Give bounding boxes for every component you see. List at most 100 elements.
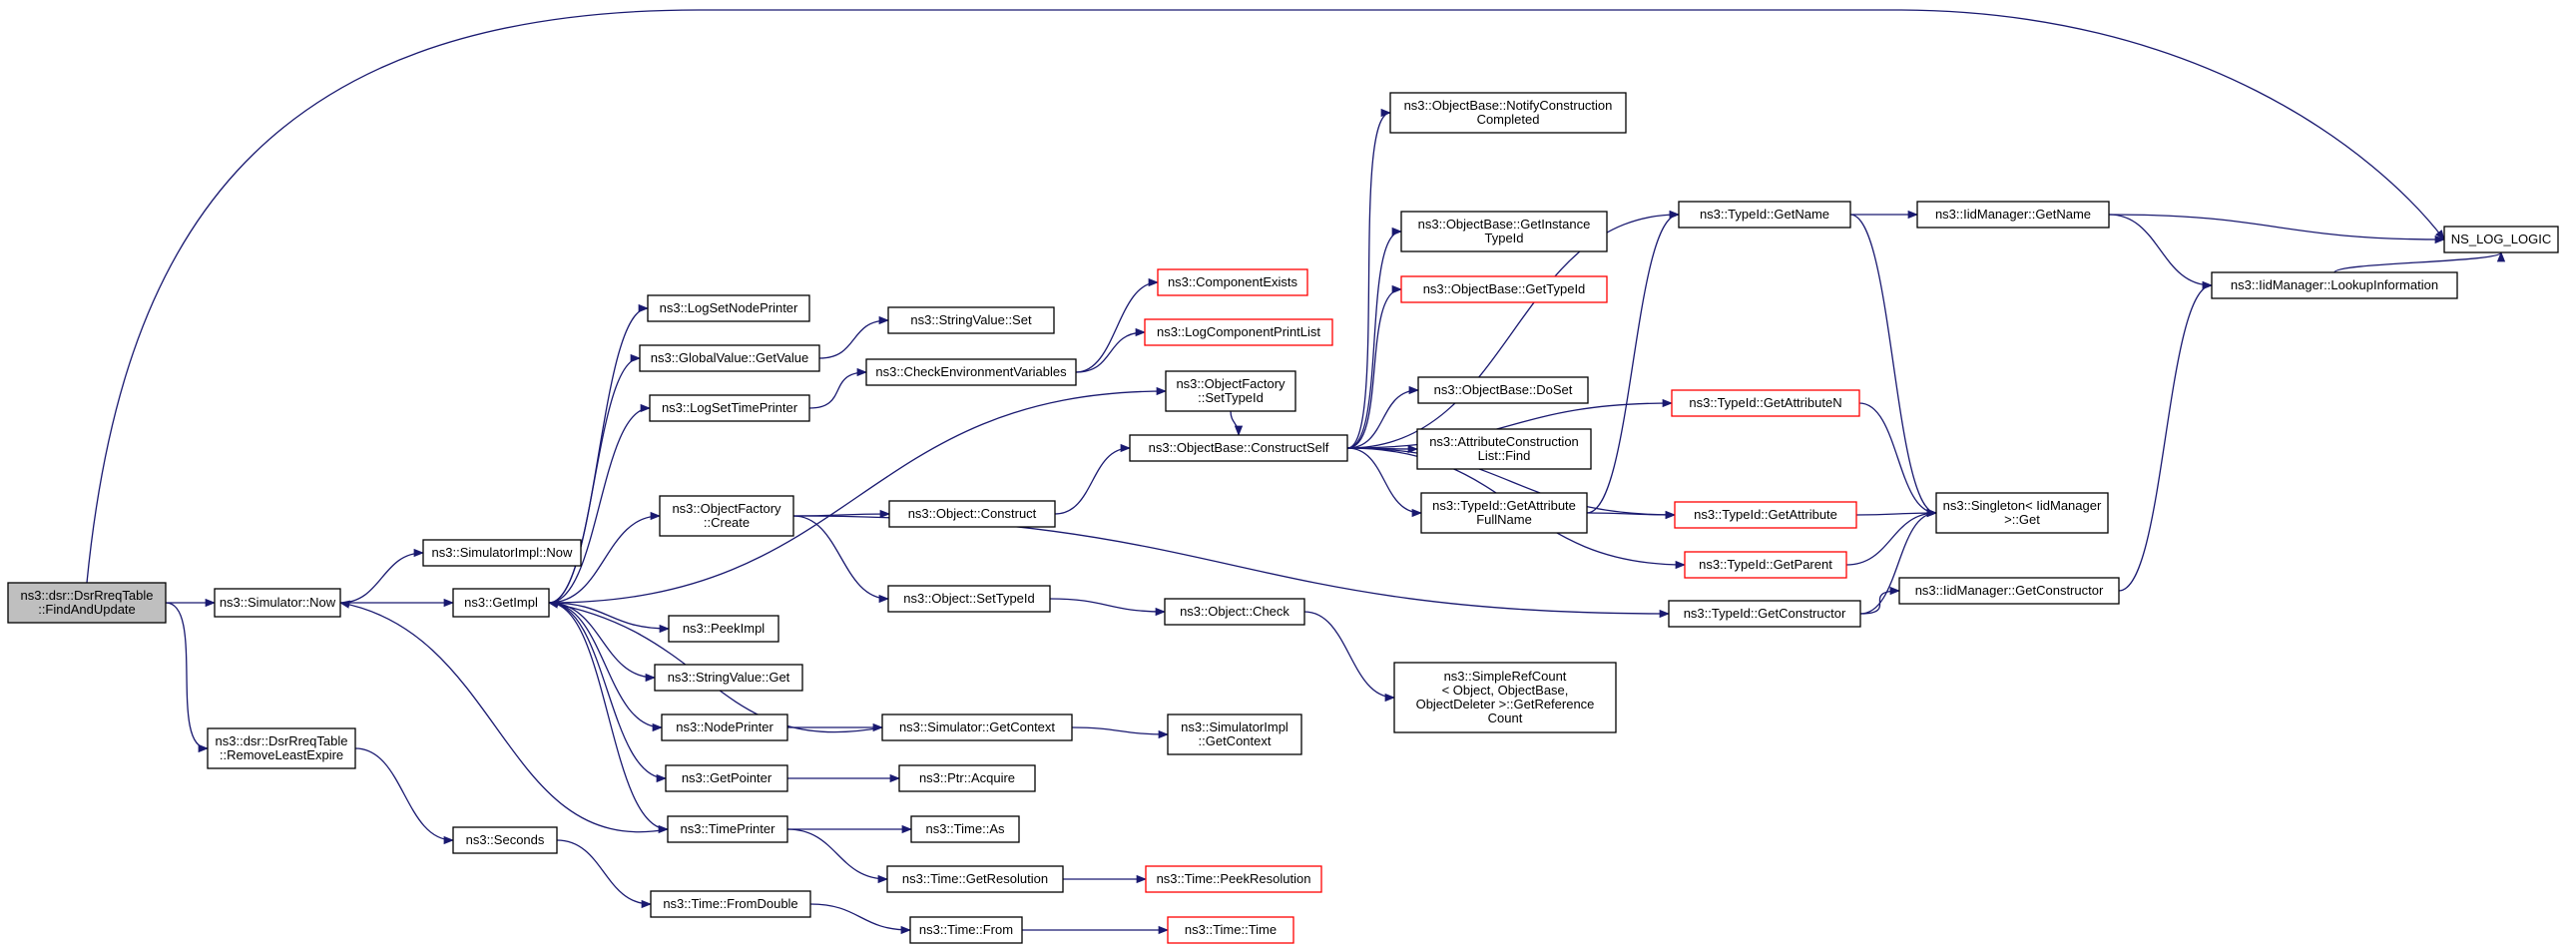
call-edge-root-to-nslog xyxy=(86,9,2445,584)
node-label-globalget-0: ns3::GlobalValue::GetValue xyxy=(651,350,809,365)
node-label-getparent-0: ns3::TypeId::GetParent xyxy=(1699,557,1832,572)
node-box-attrfind xyxy=(1416,428,1592,470)
node-label-singleton-1: >::Get xyxy=(2004,512,2040,527)
node-simimplgetctx[interactable]: ns3::SimulatorImpl::GetContext xyxy=(1167,713,1302,755)
node-getattrn[interactable]: ns3::TypeId::GetAttributeN xyxy=(1671,389,1860,417)
node-box-peekres xyxy=(1145,865,1322,893)
node-box-ptracquire xyxy=(898,764,1036,792)
node-label-getattrn-0: ns3::TypeId::GetAttributeN xyxy=(1689,395,1841,410)
node-root[interactable]: ns3::dsr::DsrRreqTable::FindAndUpdate xyxy=(7,582,167,624)
call-edge-fromdouble-to-timefrom xyxy=(809,903,912,935)
node-simimplnow[interactable]: ns3::SimulatorImpl::Now xyxy=(422,539,582,567)
node-label-timeprinter-0: ns3::TimePrinter xyxy=(681,821,776,836)
node-timefrom[interactable]: ns3::Time::From xyxy=(909,916,1023,944)
call-edge-getimpl-to-nodeprinter xyxy=(548,602,664,732)
node-strset[interactable]: ns3::StringValue::Set xyxy=(887,306,1055,334)
node-timetime[interactable]: ns3::Time::Time xyxy=(1167,916,1294,944)
call-edge-lookupinfo-to-nslog xyxy=(2333,250,2506,273)
call-edge-getconstructor-to-singleton xyxy=(1859,508,1938,615)
node-iidgetname[interactable]: ns3::IidManager::GetName xyxy=(1916,201,2110,229)
node-getattr[interactable]: ns3::TypeId::GetAttribute xyxy=(1674,501,1857,529)
node-label-attrfind-1: List::Find xyxy=(1478,448,1531,463)
node-logsetnode[interactable]: ns3::LogSetNodePrinter xyxy=(647,294,810,322)
node-label-iidgetctor-0: ns3::IidManager::GetConstructor xyxy=(1915,583,2104,598)
node-label-fromdouble-0: ns3::Time::FromDouble xyxy=(663,896,797,911)
node-objconstruct[interactable]: ns3::Object::Construct xyxy=(888,500,1056,528)
node-getparent[interactable]: ns3::TypeId::GetParent xyxy=(1684,551,1847,579)
node-fromdouble[interactable]: ns3::Time::FromDouble xyxy=(650,890,811,918)
call-edge-getimpl-to-peekimpl xyxy=(548,602,671,634)
node-label-attrfind-0: ns3::AttributeConstruction xyxy=(1429,434,1579,449)
call-edge-constructself-to-getattr xyxy=(1346,447,1677,520)
node-label-nslog-0: NS_LOG_LOGIC xyxy=(2451,232,2551,246)
node-peekimpl[interactable]: ns3::PeekImpl xyxy=(668,615,779,643)
node-label-constructself-0: ns3::ObjectBase::ConstructSelf xyxy=(1149,440,1329,455)
node-singleton[interactable]: ns3::Singleton< IidManager>::Get xyxy=(1935,492,2109,534)
node-objsettype[interactable]: ns3::Object::SetTypeId xyxy=(887,585,1051,613)
node-getimpl[interactable]: ns3::GetImpl xyxy=(452,588,550,618)
node-box-simimplnow xyxy=(422,539,582,567)
node-simplerefcount[interactable]: ns3::SimpleRefCount< Object, ObjectBase,… xyxy=(1393,662,1617,733)
node-strget[interactable]: ns3::StringValue::Get xyxy=(654,664,803,692)
node-label-getconstructor-0: ns3::TypeId::GetConstructor xyxy=(1684,606,1846,621)
node-getpointer[interactable]: ns3::GetPointer xyxy=(665,764,788,792)
node-box-compexists xyxy=(1157,268,1308,296)
node-label-objsettype-0: ns3::Object::SetTypeId xyxy=(903,591,1035,606)
node-box-getattrn xyxy=(1671,389,1860,417)
node-box-simnow xyxy=(214,588,341,618)
node-timeprinter[interactable]: ns3::TimePrinter xyxy=(667,815,788,843)
call-edge-ofsettype-to-constructself xyxy=(1230,410,1244,437)
node-simgetctx[interactable]: ns3::Simulator::GetContext xyxy=(881,713,1073,741)
node-label-getinsttype-0: ns3::ObjectBase::GetInstance xyxy=(1418,217,1591,232)
node-checkenv[interactable]: ns3::CheckEnvironmentVariables xyxy=(865,358,1077,386)
node-box-typegetname xyxy=(1678,201,1851,229)
call-edge-objsettype-to-objcheck xyxy=(1049,598,1167,617)
node-box-getimpl xyxy=(452,588,550,618)
node-compexists[interactable]: ns3::ComponentExists xyxy=(1157,268,1308,296)
call-edge-getconstructor-to-iidgetctor xyxy=(1859,586,1901,615)
node-label-removeleast-1: ::RemoveLeastExpire xyxy=(220,747,343,762)
node-box-ofsettype xyxy=(1165,370,1296,412)
node-timeas[interactable]: ns3::Time::As xyxy=(910,815,1020,843)
node-getconstructor[interactable]: ns3::TypeId::GetConstructor xyxy=(1668,600,1861,628)
node-box-root xyxy=(7,582,167,624)
node-box-lookupinfo xyxy=(2211,271,2458,299)
node-label-simimplnow-0: ns3::SimulatorImpl::Now xyxy=(432,545,573,560)
node-objcheck[interactable]: ns3::Object::Check xyxy=(1164,598,1305,626)
node-removeleast[interactable]: ns3::dsr::DsrRreqTable::RemoveLeastExpir… xyxy=(207,727,356,769)
node-obgettype[interactable]: ns3::ObjectBase::GetTypeId xyxy=(1400,275,1608,303)
node-label-simplerefcount-2: ObjectDeleter >::GetReference xyxy=(1416,697,1595,712)
node-label-timeas-0: ns3::Time::As xyxy=(926,821,1005,836)
node-ofcreate[interactable]: ns3::ObjectFactory::Create xyxy=(659,495,794,537)
node-simnow[interactable]: ns3::Simulator::Now xyxy=(214,588,341,618)
node-lookupinfo[interactable]: ns3::IidManager::LookupInformation xyxy=(2211,271,2458,299)
node-box-timegetres xyxy=(886,865,1064,893)
node-nodeprinter[interactable]: ns3::NodePrinter xyxy=(661,713,788,741)
node-doset[interactable]: ns3::ObjectBase::DoSet xyxy=(1417,376,1589,404)
node-ofsettype[interactable]: ns3::ObjectFactory::SetTypeId xyxy=(1165,370,1296,412)
call-edge-timeprinter-to-timegetres xyxy=(786,828,889,884)
node-notifyconst[interactable]: ns3::ObjectBase::NotifyConstructionCompl… xyxy=(1389,92,1627,134)
node-peekres[interactable]: ns3::Time::PeekResolution xyxy=(1145,865,1322,893)
node-logcompprint[interactable]: ns3::LogComponentPrintList xyxy=(1144,318,1333,346)
node-typegetname[interactable]: ns3::TypeId::GetName xyxy=(1678,201,1851,229)
node-constructself[interactable]: ns3::ObjectBase::ConstructSelf xyxy=(1129,434,1348,462)
node-nslog[interactable]: NS_LOG_LOGIC xyxy=(2443,226,2559,253)
node-globalget[interactable]: ns3::GlobalValue::GetValue xyxy=(639,344,820,372)
node-box-timefrom xyxy=(909,916,1023,944)
call-edge-constructself-to-getinsttype xyxy=(1346,227,1403,449)
call-edge-constructself-to-getattrfull xyxy=(1346,447,1423,518)
node-logsettime[interactable]: ns3::LogSetTimePrinter xyxy=(649,394,810,422)
node-ptracquire[interactable]: ns3::Ptr::Acquire xyxy=(898,764,1036,792)
node-label-simimplgetctx-1: ::GetContext xyxy=(1199,733,1272,748)
node-timegetres[interactable]: ns3::Time::GetResolution xyxy=(886,865,1064,893)
call-edge-getparent-to-singleton xyxy=(1845,508,1938,566)
call-edge-iidgetname-to-lookupinfo xyxy=(2108,214,2214,290)
node-seconds[interactable]: ns3::Seconds xyxy=(452,826,558,854)
node-label-compexists-0: ns3::ComponentExists xyxy=(1168,274,1298,289)
node-iidgetctor[interactable]: ns3::IidManager::GetConstructor xyxy=(1898,577,2120,605)
